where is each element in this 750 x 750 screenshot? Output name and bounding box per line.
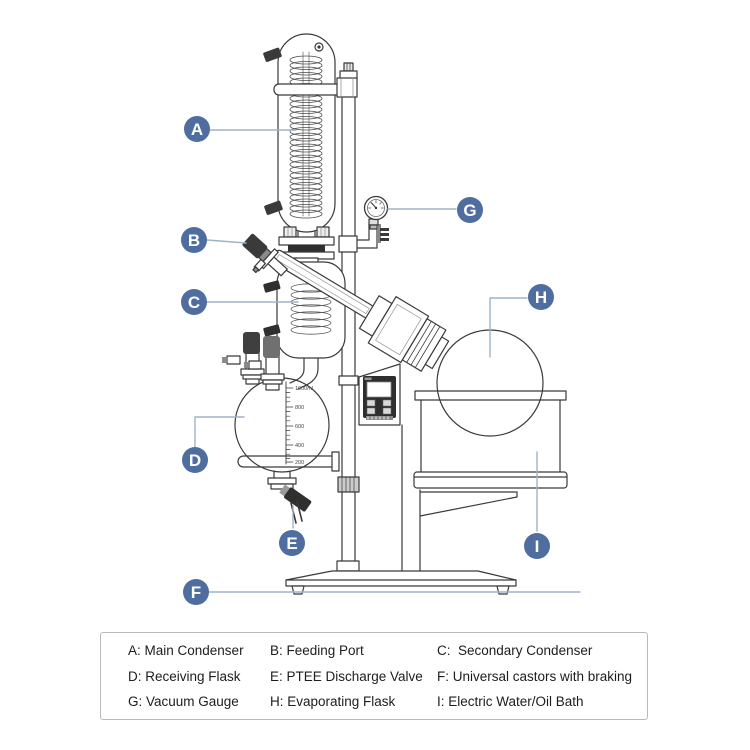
receiving-flask: 1000ml 800 600 400 200 bbox=[234, 377, 340, 490]
leader-b bbox=[206, 239, 247, 244]
legend-item-a: A: Main Condenser bbox=[128, 643, 244, 658]
legend-item-h: H: Evaporating Flask bbox=[270, 694, 396, 709]
rotary-drive bbox=[358, 295, 450, 372]
feeding-port bbox=[242, 233, 288, 277]
legend-item-e: E: PTEE Discharge Valve bbox=[270, 668, 423, 684]
legend-item-c: C: Secondary Condenser bbox=[437, 643, 593, 658]
legend-box: A: Main Condenser B: Feeding Port C: Sec… bbox=[100, 632, 648, 720]
flask-graduation-label: 400 bbox=[295, 443, 304, 449]
stand-body bbox=[401, 424, 518, 572]
legend-item-b: B: Feeding Port bbox=[270, 643, 364, 658]
water-oil-bath bbox=[413, 390, 568, 489]
discharge-valve bbox=[279, 484, 312, 524]
vacuum-gauge bbox=[338, 195, 389, 253]
callout-a: A bbox=[184, 116, 210, 142]
callout-e: E bbox=[279, 530, 305, 556]
callout-h: H bbox=[528, 284, 554, 310]
control-panel bbox=[358, 363, 401, 426]
legend-item-i: I: Electric Water/Oil Bath bbox=[437, 694, 584, 709]
legend-item-f: F: Universal castors with braking bbox=[437, 668, 633, 684]
flask-graduation-label: 800 bbox=[295, 405, 304, 411]
leader-h bbox=[489, 297, 528, 358]
flask-graduation-label: 600 bbox=[295, 424, 304, 430]
flask-graduation-label: 200 bbox=[295, 460, 304, 466]
legend-item-d: D: Receiving Flask bbox=[128, 668, 241, 684]
leader-lines bbox=[194, 129, 581, 593]
callout-b: B bbox=[181, 227, 207, 253]
rod-fittings bbox=[336, 375, 360, 572]
flask-valves bbox=[222, 332, 285, 391]
condenser-flange bbox=[278, 226, 335, 260]
main-condenser bbox=[263, 33, 336, 239]
callout-i: I bbox=[524, 533, 550, 559]
condenser-cross-tube bbox=[273, 77, 358, 98]
legend-item-g: G: Vacuum Gauge bbox=[128, 694, 239, 709]
base bbox=[285, 570, 517, 595]
flask-graduation-label: 1000ml bbox=[295, 386, 313, 392]
callout-d: D bbox=[182, 447, 208, 473]
leader-d bbox=[194, 416, 245, 448]
callout-f: F bbox=[183, 579, 209, 605]
callout-c: C bbox=[181, 289, 207, 315]
callout-g: G bbox=[457, 197, 483, 223]
